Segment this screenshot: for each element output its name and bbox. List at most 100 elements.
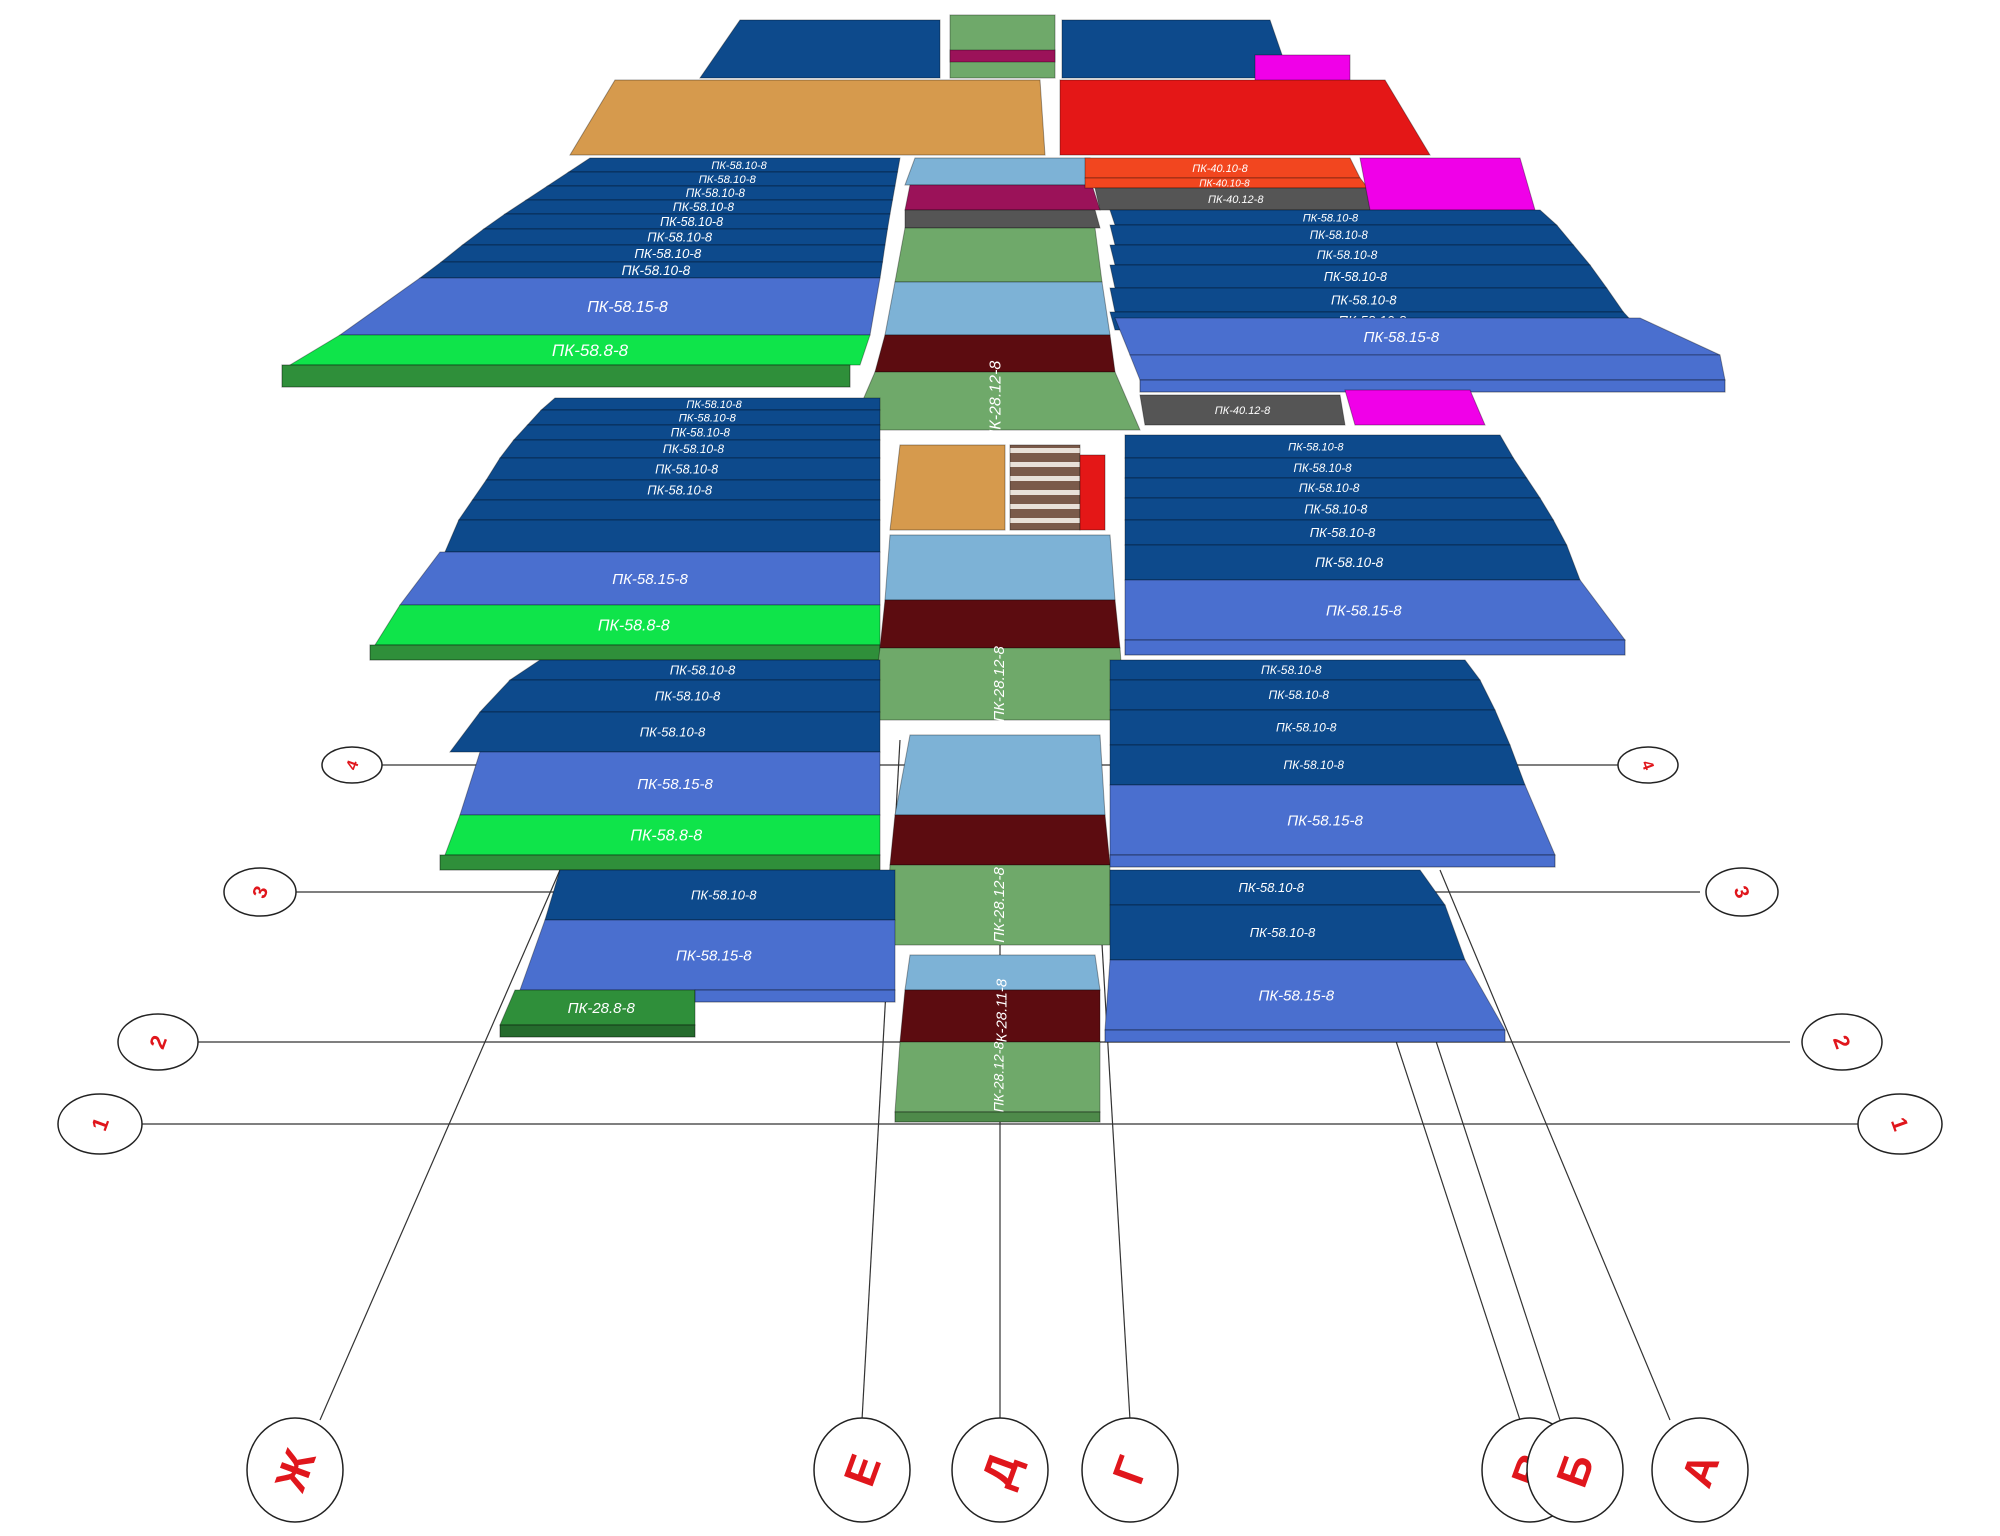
levC-left-row-3: ПК-58.10-8 bbox=[449, 711, 881, 753]
levB-right-edge bbox=[1124, 639, 1626, 656]
top-center-strip-panel bbox=[949, 14, 1056, 79]
row-bubble-4-right: 4 bbox=[1617, 746, 1679, 784]
levB-stair-panel bbox=[1009, 444, 1081, 531]
row-bubble-4-right-circle bbox=[1617, 746, 1679, 784]
levA-right-mid-label: ПК-58.15-8 bbox=[1363, 329, 1439, 346]
levB-left-green: ПК-58.8-8 bbox=[374, 604, 881, 646]
row-bubble-2-left: 2 bbox=[117, 1013, 199, 1071]
levA-right-row-1-label: ПК-58.10-8 bbox=[1303, 212, 1359, 224]
levB-left-row-6-label: ПК-58.10-8 bbox=[647, 483, 713, 498]
top-red-block-panel bbox=[1059, 79, 1431, 156]
levD-right-mid-label: ПК-58.15-8 bbox=[1258, 987, 1334, 1004]
levA-right-row-2: ПК-58.10-8 bbox=[1109, 224, 1575, 246]
levA-left-row-8: ПК-58.10-8 bbox=[418, 261, 884, 279]
levB-left-row-4-label: ПК-58.10-8 bbox=[663, 442, 724, 456]
levB-center-lb-panel bbox=[884, 534, 1116, 601]
levD-left-edge-2 bbox=[694, 989, 896, 1003]
col-bubble-1-circle bbox=[246, 1417, 344, 1523]
levB-left-row-7 bbox=[457, 499, 881, 521]
levD-right-edge bbox=[1104, 1029, 1506, 1043]
levA-magenta-panel bbox=[1359, 157, 1536, 211]
levA-redorange-2-label: ПК-40.10-8 bbox=[1199, 179, 1250, 190]
levA-left-row-4: ПК-58.10-8 bbox=[503, 199, 894, 215]
levB-grey-label: ПК-40.12-8 bbox=[1215, 405, 1271, 417]
top-center-strip bbox=[949, 14, 1056, 79]
levA-right-row-4-label: ПК-58.10-8 bbox=[1324, 270, 1387, 284]
levA-center-lightblue-panel bbox=[904, 157, 1101, 186]
levA-center-green bbox=[894, 227, 1103, 283]
row-bubble-2-right-circle bbox=[1801, 1013, 1883, 1071]
levB-center-maroon-panel bbox=[879, 599, 1121, 649]
levA-left-green-panel bbox=[288, 334, 871, 366]
levB-right-row-2-label: ПК-58.10-8 bbox=[1294, 463, 1353, 475]
levC-left-row-1-label: ПК-58.10-8 bbox=[670, 663, 736, 678]
levB-right-row-4-label: ПК-58.10-8 bbox=[1304, 502, 1367, 516]
levB-left-row-5: ПК-58.10-8 bbox=[485, 457, 881, 481]
levA-right-row-4: ПК-58.10-8 bbox=[1109, 264, 1608, 289]
levD-right-row-2: ПК-58.10-8 bbox=[1109, 904, 1466, 961]
row-bubble-1-right-circle bbox=[1857, 1093, 1943, 1155]
levD-center-maroon: ПК-28.11-8 bbox=[899, 978, 1101, 1053]
levA-left-row-2: ПК-58.10-8 bbox=[545, 171, 899, 187]
levA-redorange-1: ПК-40.10-8 bbox=[1084, 157, 1361, 179]
levC-left-green: ПК-58.8-8 bbox=[444, 814, 881, 856]
levA-left-mid: ПК-58.15-8 bbox=[338, 277, 881, 336]
levA-center-lb2-panel bbox=[884, 281, 1111, 336]
levB-right-mid: ПК-58.15-8 bbox=[1124, 579, 1626, 641]
levA-right-row-3: ПК-58.10-8 bbox=[1109, 244, 1592, 266]
top-left-block-panel bbox=[699, 19, 941, 79]
levB-right-row-6-label: ПК-58.10-8 bbox=[1315, 555, 1384, 570]
row-bubble-4-left: 4 bbox=[321, 746, 383, 784]
levB-right-row-5-label: ПК-58.10-8 bbox=[1310, 525, 1376, 540]
grid-axis-bubbles: 11223344ЖЕДГВБА bbox=[57, 746, 1943, 1523]
levA-left-row-2-label: ПК-58.10-8 bbox=[699, 174, 757, 186]
levD-center-edge bbox=[894, 1111, 1101, 1123]
levB-left-row-1-label: ПК-58.10-8 bbox=[686, 399, 742, 411]
levD-center-maroon-label: ПК-28.11-8 bbox=[994, 978, 1011, 1053]
levC-right-row-4-label: ПК-58.10-8 bbox=[1284, 758, 1345, 772]
row-bubble-1-left-circle bbox=[57, 1093, 143, 1155]
row-bubble-2-right: 2 bbox=[1801, 1013, 1883, 1071]
levB-left-row-1: ПК-58.10-8 bbox=[539, 397, 881, 411]
levA-left-row-5: ПК-58.10-8 bbox=[482, 213, 891, 230]
levB-right-row-2: ПК-58.10-8 bbox=[1124, 457, 1528, 479]
levC-left-row-3-label: ПК-58.10-8 bbox=[640, 725, 706, 740]
levA-left-row-3-label: ПК-58.10-8 bbox=[686, 187, 746, 200]
levA-right-mid2-panel bbox=[1129, 354, 1726, 381]
levA-left-row-7-label: ПК-58.10-8 bbox=[634, 246, 701, 261]
levA-right-row-1: ПК-58.10-8 bbox=[1109, 209, 1558, 226]
levD-left-row-1: ПК-58.10-8 bbox=[544, 869, 896, 921]
row-bubble-4-left-circle bbox=[321, 746, 383, 784]
levD-left-mid-label: ПК-58.15-8 bbox=[676, 947, 752, 964]
levA-center-green2-label: ПК-28.12-8 bbox=[988, 361, 1005, 442]
levC-left-row-2-label: ПК-58.10-8 bbox=[655, 689, 721, 704]
levB-red bbox=[1079, 454, 1106, 531]
slab-layers: ПК-28.12-8 ПК-40.10-8ПК-40.10-8ПК-40.12-8… bbox=[281, 14, 1726, 1123]
row-bubble-1-left: 1 bbox=[57, 1093, 143, 1155]
levC-center-green: ПК-28.12-8 bbox=[884, 864, 1111, 946]
levA-right-row-5-label: ПК-58.10-8 bbox=[1331, 293, 1397, 308]
levA-center-magenta bbox=[904, 184, 1101, 211]
levB-left-row-5-label: ПК-58.10-8 bbox=[655, 462, 718, 476]
levC-left-mid-label: ПК-58.15-8 bbox=[637, 776, 713, 793]
levA-left-row-4-label: ПК-58.10-8 bbox=[673, 200, 734, 214]
levB-orange-panel bbox=[889, 444, 1006, 531]
levA-center-green-panel bbox=[894, 227, 1103, 283]
col-bubble-4: Г bbox=[1081, 1417, 1179, 1523]
levB-grey-panel bbox=[1139, 394, 1346, 426]
levB-left-row-4: ПК-58.10-8 bbox=[498, 439, 881, 459]
top-orange-block-panel bbox=[569, 79, 1046, 156]
levB-red-panel bbox=[1079, 454, 1106, 531]
levC-center-maroon-panel bbox=[889, 814, 1111, 866]
levA-left-mid-label: ПК-58.15-8 bbox=[587, 299, 668, 316]
levC-left-row-2: ПК-58.10-8 bbox=[478, 679, 881, 713]
top-red-block bbox=[1059, 79, 1431, 156]
row-bubble-3-right: 3 bbox=[1705, 867, 1779, 917]
levC-center-lb bbox=[894, 734, 1106, 816]
levB-center-maroon bbox=[879, 599, 1121, 649]
levB-center-green-label: ПК-28.12-8 bbox=[991, 646, 1008, 722]
col-bubble-6-circle bbox=[1526, 1417, 1624, 1523]
levC-right-row-1: ПК-58.10-8 bbox=[1109, 659, 1481, 681]
levD-center-green: ПК-28.12-8 bbox=[894, 1041, 1101, 1113]
